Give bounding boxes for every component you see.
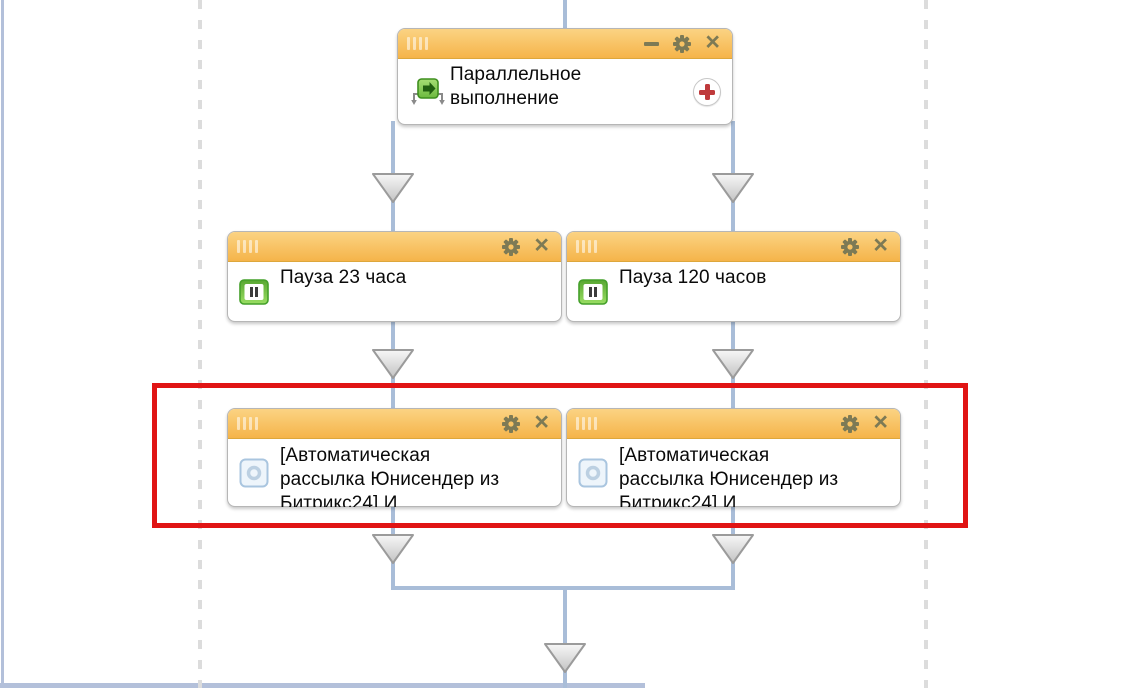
node-pause-23h[interactable]: × Пауза 23 часа <box>227 231 562 322</box>
activity-icon <box>578 458 608 488</box>
connector-bottom <box>563 586 567 688</box>
close-icon[interactable]: × <box>534 408 549 436</box>
close-icon[interactable]: × <box>873 408 888 436</box>
activity-icon <box>239 458 269 488</box>
node-drag-handle[interactable]: × <box>398 29 732 59</box>
pause-icon <box>239 279 269 305</box>
settings-gear-icon[interactable] <box>672 34 692 54</box>
settings-gear-icon[interactable] <box>501 237 521 257</box>
drag-grip-icon <box>237 417 258 430</box>
node-drag-handle[interactable]: × <box>567 232 900 262</box>
close-icon[interactable]: × <box>705 28 720 56</box>
drag-grip-icon <box>237 240 258 253</box>
settings-gear-icon[interactable] <box>840 237 860 257</box>
drag-grip-icon <box>576 417 597 430</box>
flow-arrow-insert-point[interactable] <box>711 533 755 565</box>
close-icon[interactable]: × <box>873 231 888 259</box>
lane-guide-right <box>924 0 928 688</box>
flow-arrow-insert-point[interactable] <box>371 533 415 565</box>
node-title: Пауза 120 часов <box>619 267 767 288</box>
lane-guide-left <box>198 0 202 688</box>
flow-arrow-insert-point[interactable] <box>711 172 755 204</box>
flow-arrow-insert-point[interactable] <box>371 348 415 380</box>
node-drag-handle[interactable]: × <box>228 232 561 262</box>
node-title: [Автоматическая рассылка Юнисендер из Би… <box>280 445 500 507</box>
canvas-border-left <box>1 0 4 688</box>
drag-grip-icon <box>407 37 428 50</box>
node-drag-handle[interactable]: × <box>567 409 900 439</box>
node-unisender-mailing-right[interactable]: × [Автоматическая рассылка Юнисендер из … <box>566 408 901 507</box>
flow-arrow-insert-point[interactable] <box>371 172 415 204</box>
node-drag-handle[interactable]: × <box>228 409 561 439</box>
node-unisender-mailing-left[interactable]: × [Автоматическая рассылка Юнисендер из … <box>227 408 562 507</box>
node-title: Пауза 23 часа <box>280 267 407 288</box>
drag-grip-icon <box>576 240 597 253</box>
add-branch-button[interactable] <box>693 78 721 106</box>
canvas-border-bottom <box>0 683 645 688</box>
node-title: Параллельное выполнение <box>450 64 582 109</box>
node-parallel-execution[interactable]: × Параллельное выполнение <box>397 28 733 125</box>
flow-arrow-insert-point[interactable] <box>543 642 587 674</box>
node-pause-120h[interactable]: × Пауза 120 часов <box>566 231 901 322</box>
pause-icon <box>578 279 608 305</box>
parallel-execution-icon <box>411 78 445 105</box>
settings-gear-icon[interactable] <box>840 414 860 434</box>
close-icon[interactable]: × <box>534 231 549 259</box>
settings-gear-icon[interactable] <box>501 414 521 434</box>
flow-arrow-insert-point[interactable] <box>711 348 755 380</box>
minimize-icon[interactable] <box>644 41 660 46</box>
connector-top <box>563 0 567 30</box>
node-title: [Автоматическая рассылка Юнисендер из Би… <box>619 445 839 507</box>
